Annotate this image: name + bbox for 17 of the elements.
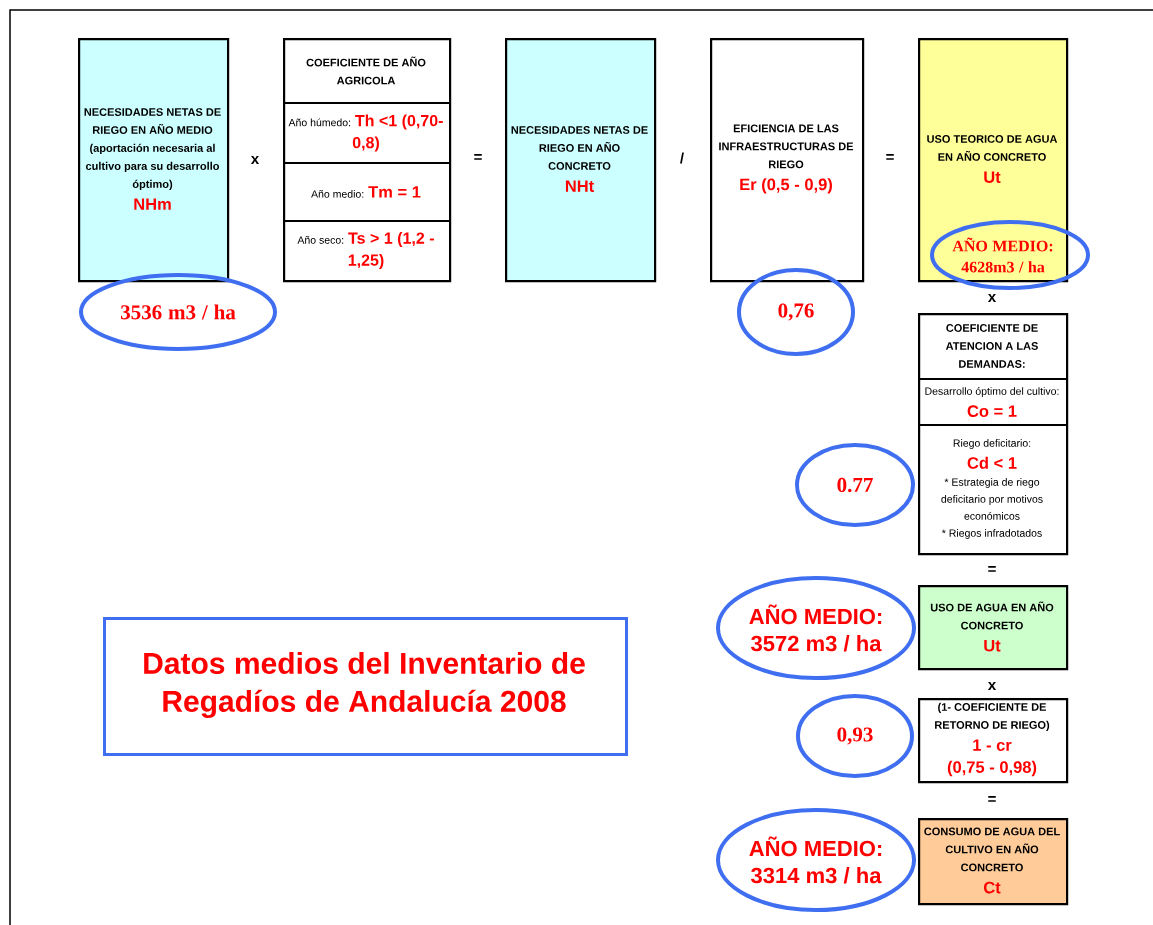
operator-sign: x — [987, 294, 997, 302]
operator-sign: = — [988, 566, 996, 572]
formula-box: EFICIENCIA DE LAS INFRAESTRUCTURAS DE RIEGO Er (0,5 - 0,9) — [710, 38, 865, 283]
formula-box: NECESIDADES NETAS DE RIEGO EN AÑO CONCRETO NHt — [505, 38, 657, 283]
formula-box: COEFICIENTE DE AÑO AGRICOLA Año húmedo: Th <1 (0,70- 0,8) Año medio: Tm = 1 Año seco: Ts > 1 (1,2 - 1,25) — [282, 38, 452, 283]
formula-box: NECESIDADES NETAS DE RIEGO EN AÑO MEDIO (aportación necesaria al cultivo para su desarrollo óptimo) NHm — [78, 38, 230, 283]
formula-box: COEFICIENTE DE ATENCION A LAS DEMANDAS: Desarrollo óptimo del cultivo: Co = 1 Riego deficitario: Cd < 1 * Estrategia de riego deficitario por motivos económicos * Riegos infradotados — [917, 313, 1069, 556]
operator-sign: x — [250, 156, 260, 164]
operator-sign: x — [987, 682, 997, 690]
formula-box: CONSUMO DE AGUA DEL CULTIVO EN AÑO CONCRETO Ct — [918, 818, 1069, 906]
formula-box: USO DE AGUA EN AÑO CONCRETO Ut — [918, 585, 1069, 671]
operator-sign: = — [886, 154, 894, 160]
operator-sign: = — [988, 796, 996, 802]
title-box: Datos medios del Inventario de Regadíos de Andalucía 2008 — [103, 617, 628, 756]
operator-sign: / — [680, 152, 684, 164]
operator-sign: = — [474, 154, 482, 160]
formula-box: (1- COEFICIENTE DE RETORNO DE RIEGO) 1 - cr (0,75 - 0,98) — [918, 698, 1069, 784]
